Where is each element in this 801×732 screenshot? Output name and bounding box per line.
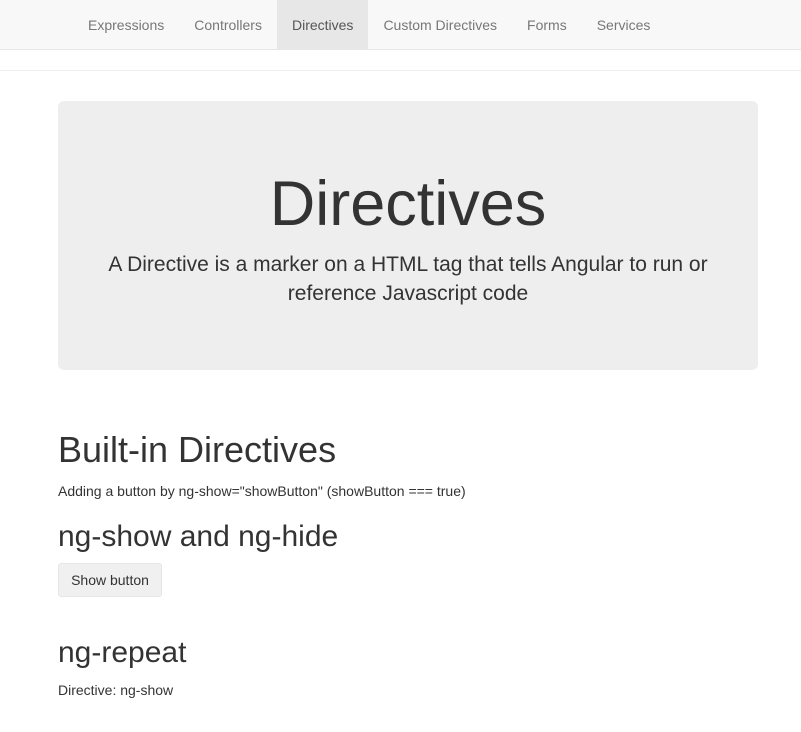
jumbotron [58,101,758,370]
jumbotron-subtitle: A Directive is a marker on a HTML tag th… [108,253,708,305]
show-button[interactable]: Show button [58,563,162,597]
nav-item-expressions[interactable]: Expressions [88,16,165,33]
nav-item-directives[interactable]: Directives [276,0,369,49]
jumbotron-title: Directives [269,169,547,239]
nav-item-controllers[interactable]: Controllers [194,16,262,33]
divider [0,70,801,71]
nav-item-forms[interactable]: Forms [527,16,567,33]
nav-list: Expressions Controllers Directives Custo… [73,0,665,49]
ng-repeat-heading: ng-repeat [58,636,187,669]
builtin-directives-heading: Built-in Directives [58,429,337,470]
ng-repeat-text: Directive: ng-show [58,682,174,698]
builtin-directives-description: Adding a button by ng-show="showButton" … [58,483,466,499]
nav-item-services[interactable]: Services [596,16,651,33]
ng-show-hide-heading: ng-show and ng-hide [58,520,339,553]
nav-item-custom-directives[interactable]: Custom Directives [383,16,498,33]
navbar: Expressions Controllers Directives Custo… [0,0,801,50]
